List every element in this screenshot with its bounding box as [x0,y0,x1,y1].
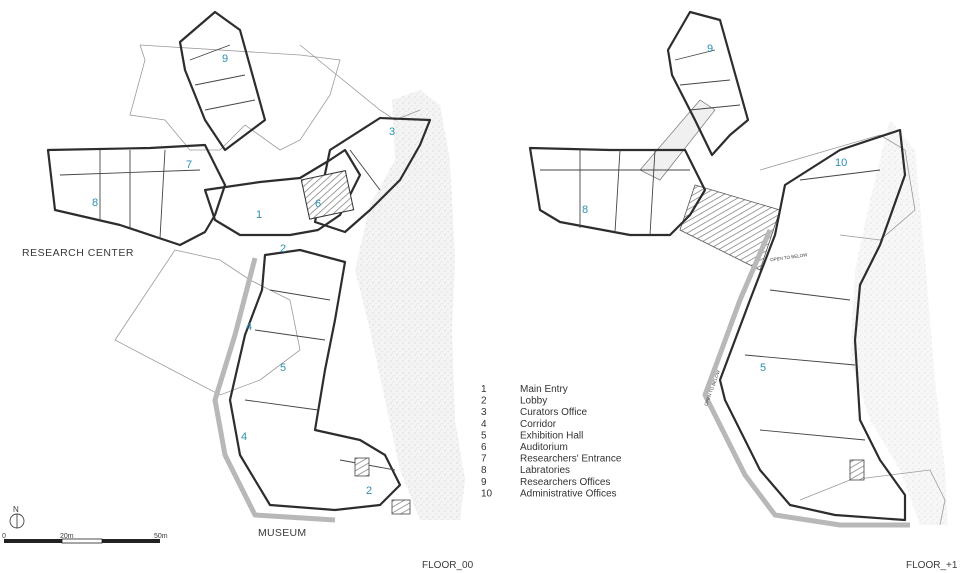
legend-number: 8 [481,465,487,476]
research-wing-8-upper [528,146,707,237]
open-to-below-note: OPEN TO BELOW [770,252,809,262]
terrain-stipple [355,90,465,520]
north-label: N [13,505,19,514]
site-outline-right [299,44,421,121]
scale-bar: 0 20m 50m [2,533,168,544]
legend-item-name: Exhibition Hall [520,430,583,441]
legend-item-name: Researchers Offices [520,477,610,488]
room-number: 6 [315,198,321,210]
legend: 1 Main Entry 2 Lobby 3 Curators Office 4 Corrid… [481,384,622,499]
room-number: 7 [186,159,192,171]
legend-item-name: Administrative Offices [520,488,617,499]
site-outline-right-plan-2 [799,469,946,526]
room-number: 9 [707,43,713,55]
auditorium-seating [300,170,355,220]
legend-number: 6 [481,442,487,453]
research-center-label: RESEARCH CENTER [22,247,134,259]
legend-item-name: Researchers' Entrance [520,454,622,465]
stair-block [354,457,370,477]
room-number: 4 [246,321,252,333]
room-number: 1 [256,209,262,221]
room-number: 9 [222,53,228,65]
museum-upper [718,128,907,522]
legend-item-name: Auditorium [520,442,568,453]
research-wing-9-upper [666,10,750,157]
north-arrow: N [9,505,25,529]
site-outline [129,44,341,151]
legend-number: 2 [481,396,487,407]
site-outline-lower [114,249,301,396]
room-number: 3 [389,126,395,138]
room-number: 4 [241,431,247,443]
scale-label-0: 0 [2,533,6,540]
legend-number: 10 [481,488,493,499]
legend-number: 5 [481,430,487,441]
legend-item-name: Curators Office [520,407,587,418]
museum-upper-band [702,229,910,528]
museum-outer-band [212,257,336,523]
legend-item-name: Corridor [520,419,557,430]
legend-item-name: Main Entry [520,384,568,395]
floor-00-plan: 9 7 8 1 3 6 2 4 5 4 2 RESEARCH CENTER MU… [22,10,474,571]
bridge-ramp [679,184,781,271]
room-number: 5 [760,362,766,374]
room-number: 2 [280,243,286,255]
scale-label-50m: 50m [154,533,168,540]
terrain-stipple-right [850,120,948,525]
legend-number: 1 [481,384,487,395]
legend-number: 4 [481,419,487,430]
research-wing-8 [46,143,227,247]
floor-1-plan: 9 8 10 5 OPEN TO BELOW OPEN TO BELOW FLO… [528,10,958,571]
legend-number: 7 [481,454,487,465]
research-wing-9 [178,10,267,152]
legend-item-name: Lobby [520,396,547,407]
legend-number: 9 [481,477,487,488]
interior-partitions-upper [540,49,881,441]
room-number: 2 [366,485,372,497]
museum-label: MUSEUM [258,527,306,539]
legend-number: 3 [481,407,487,418]
museum-body [228,248,402,512]
scale-label-20m: 20m [60,533,74,540]
room-number: 10 [835,157,847,169]
floor-1-label: FLOOR_+1 [906,560,958,571]
stair-block-upper [849,459,865,481]
floor-00-label: FLOOR_00 [422,560,474,571]
room-number: 8 [582,204,588,216]
auditorium-block [313,116,432,234]
stair-block-2 [391,499,411,515]
site-outline-right-plan [759,134,916,241]
room-number: 8 [92,197,98,209]
room-number: 5 [280,362,286,374]
legend-item-name: Labratories [520,465,570,476]
